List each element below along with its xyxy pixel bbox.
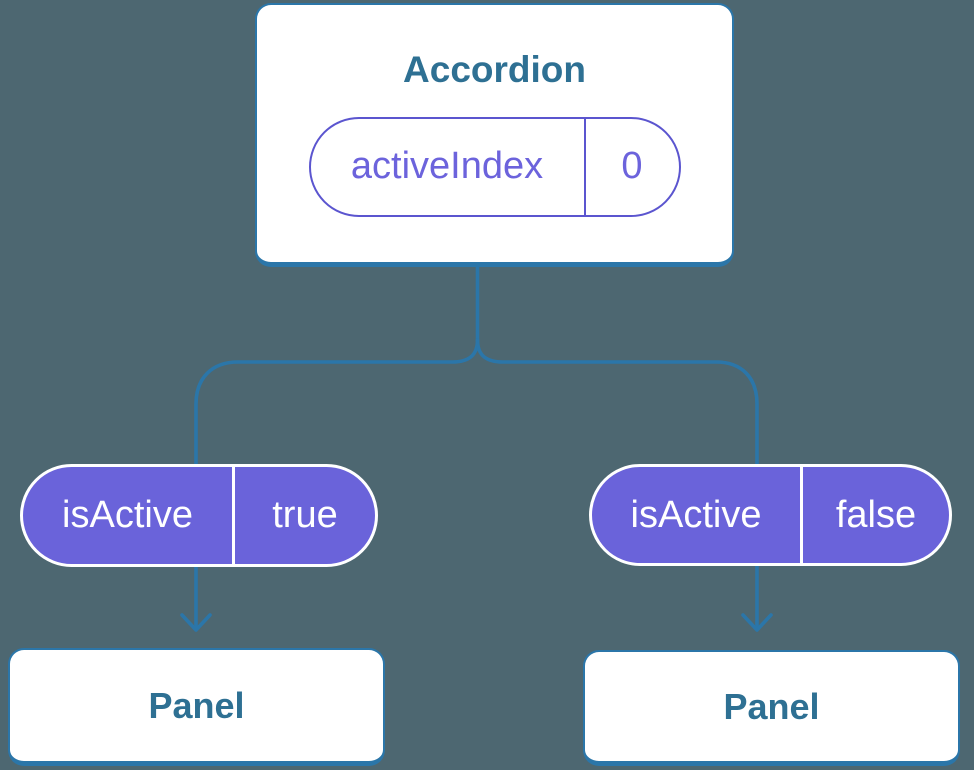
arrow-down-right-icon: [741, 613, 773, 632]
state-pill-activeindex: activeIndex 0: [308, 116, 681, 217]
branch-right-line: [475, 338, 759, 631]
pill-divider: [583, 118, 586, 215]
pill-divider: [800, 467, 803, 563]
panel-title: Panel: [148, 684, 245, 726]
pill-divider: [232, 467, 235, 564]
accordion-component-card: Accordion activeIndex 0: [255, 3, 734, 267]
state-value-label: 0: [621, 145, 643, 188]
prop-pill-isactive-true: isActive true: [20, 464, 378, 567]
arrow-down-left-icon: [180, 613, 212, 632]
panel-title: Panel: [723, 685, 820, 727]
panel-component-card-left: Panel: [8, 648, 385, 766]
prop-pill-isactive-false: isActive false: [589, 464, 952, 566]
branch-left-line: [194, 338, 480, 631]
prop-name-label: isActive: [62, 494, 193, 536]
state-name-label: activeIndex: [350, 145, 544, 188]
prop-value-label: true: [272, 494, 338, 536]
accordion-title: Accordion: [403, 49, 586, 91]
panel-component-card-right: Panel: [583, 650, 960, 766]
prop-value-label: false: [835, 493, 917, 536]
prop-name-label: isActive: [630, 493, 762, 536]
